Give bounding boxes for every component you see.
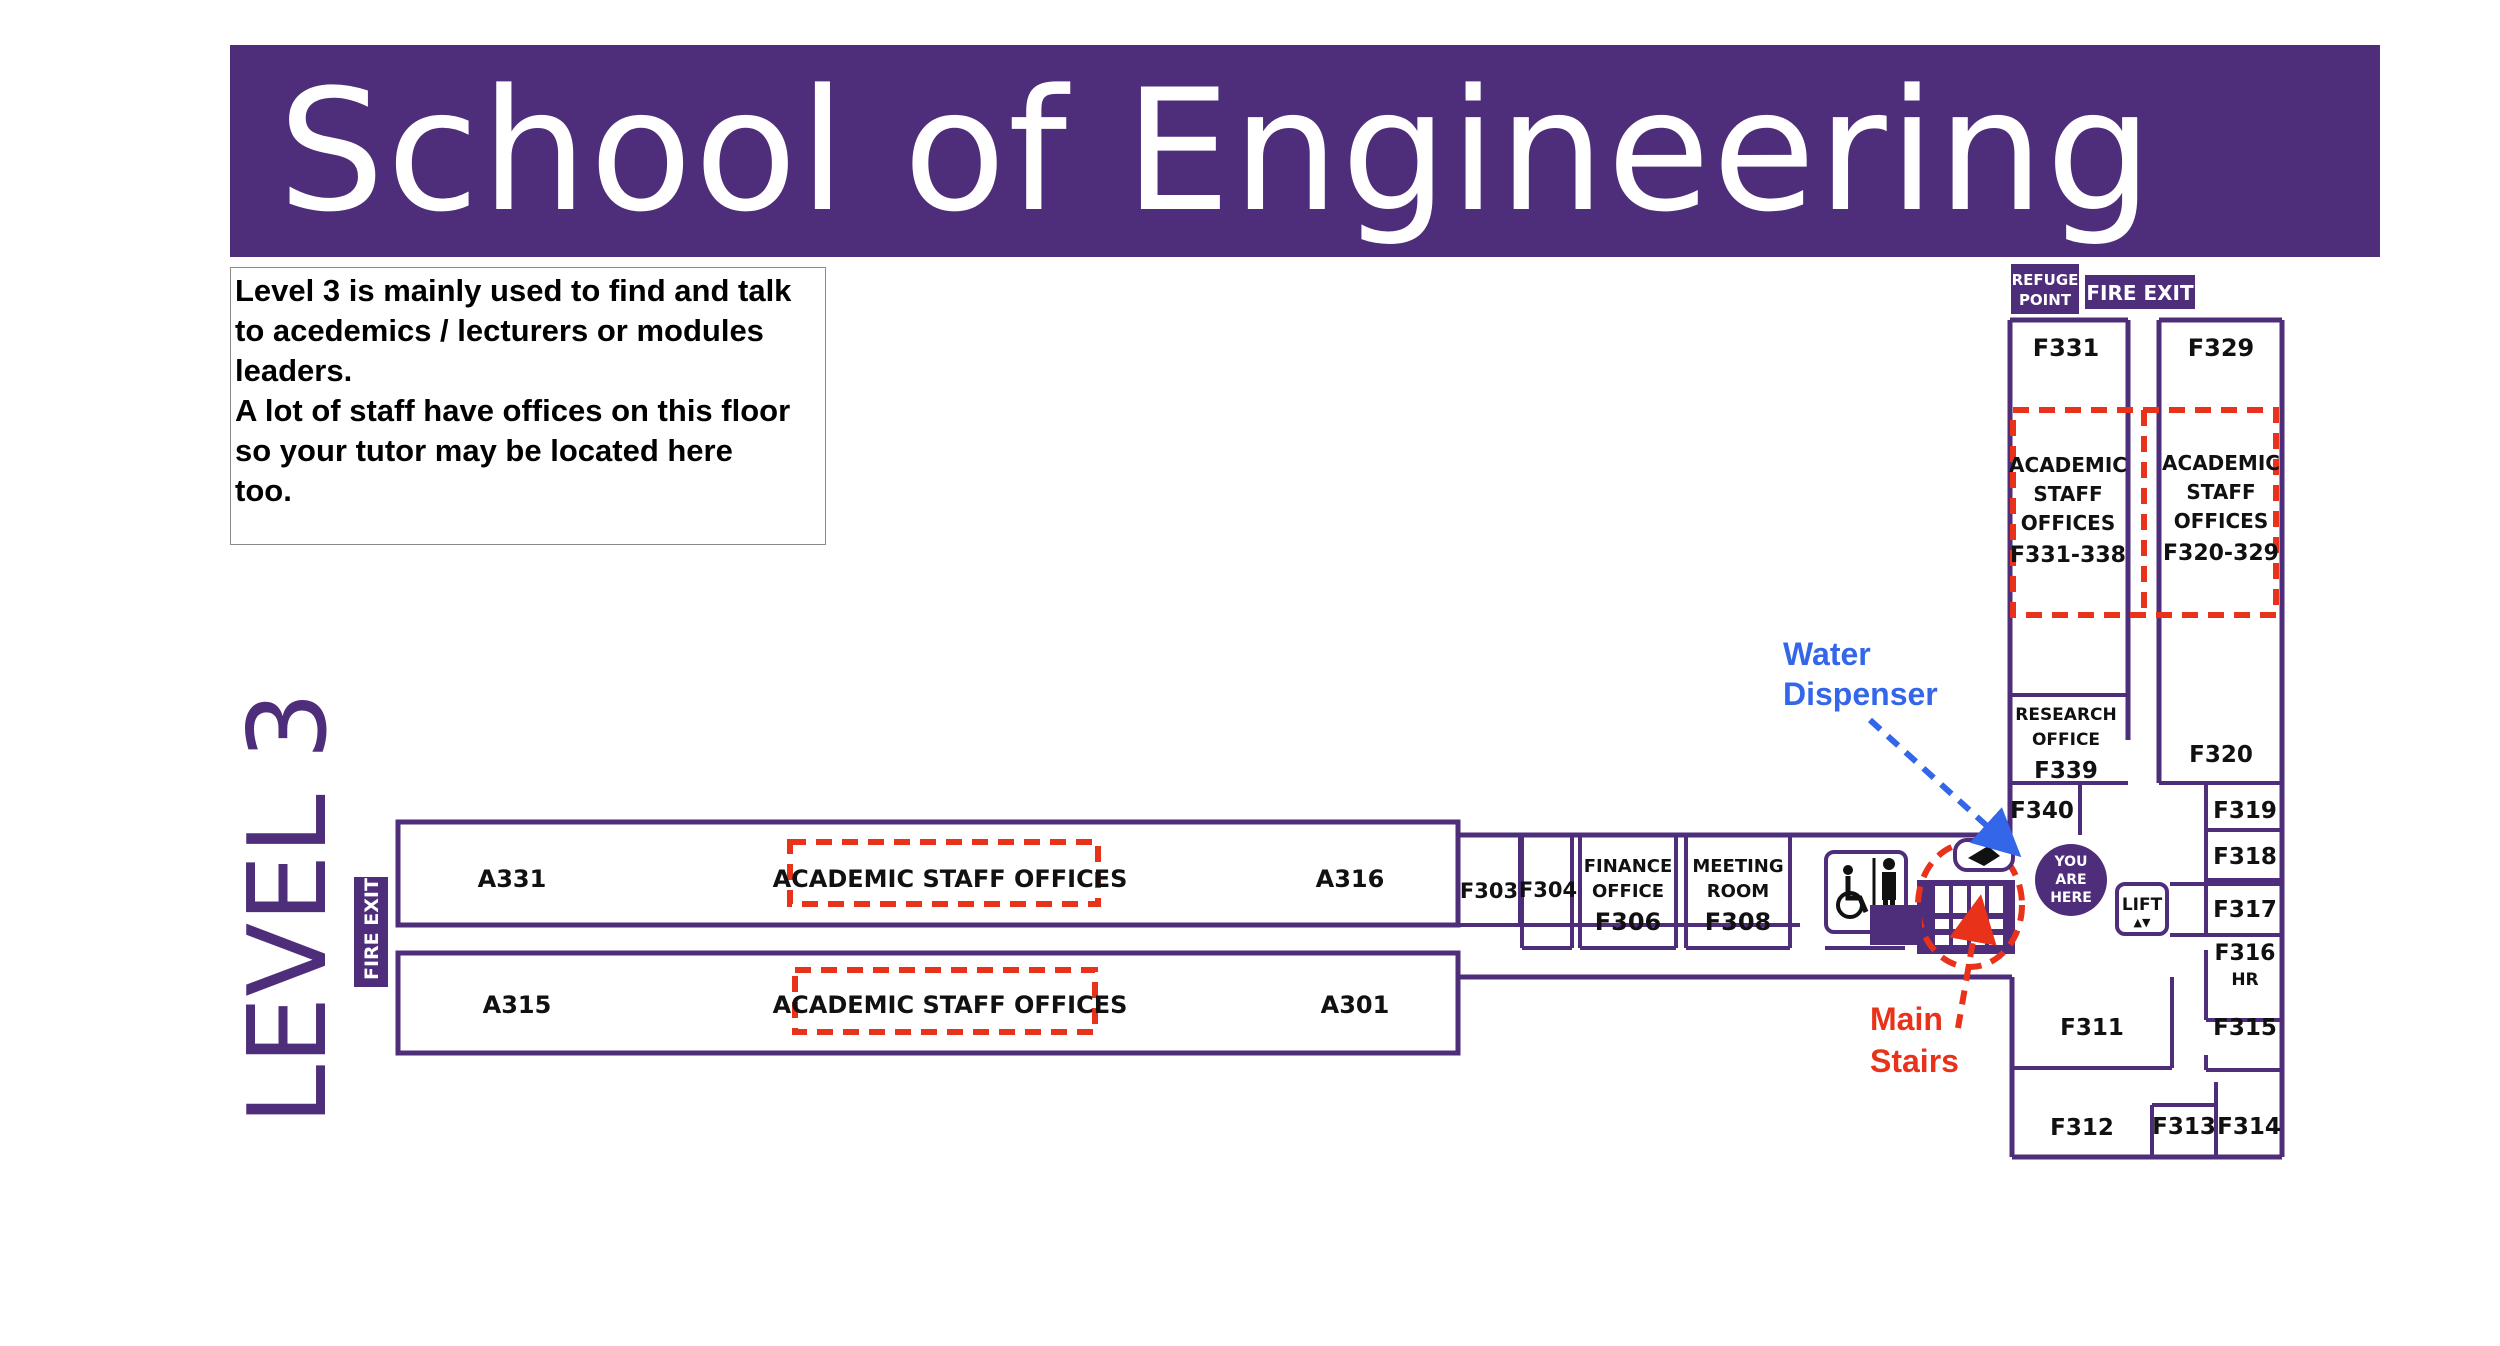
lift-icon: LIFT ▲▼ <box>2115 882 2169 936</box>
research-label: RESEARCH <box>2015 705 2117 725</box>
meeting-label: MEETING <box>1692 856 1783 877</box>
room-f303: F303 <box>1460 879 1518 903</box>
info-line: leaders. <box>235 353 353 388</box>
you-are-here-label: HERE <box>2050 890 2092 906</box>
meeting-label: ROOM <box>1707 881 1769 902</box>
room-f339: F339 <box>2034 758 2098 784</box>
page-title: School of Engineering <box>278 53 2155 249</box>
room-f304: F304 <box>1519 878 1577 902</box>
header-banner: School of Engineering <box>230 45 2380 257</box>
info-box: Level 3 is mainly used to find and talk … <box>230 267 826 545</box>
info-line: A lot of staff have offices on this floo… <box>235 393 791 428</box>
water-label: Water <box>1783 636 1871 672</box>
research-label: OFFICE <box>2032 730 2100 750</box>
room-a331: A331 <box>478 865 547 893</box>
finance-label: FINANCE <box>1584 856 1673 877</box>
fire-exit-label: FIRE EXIT <box>2086 281 2194 305</box>
you-are-here-label: YOU <box>2054 854 2088 870</box>
water-dispenser-annotation: Water Dispenser <box>1783 636 2022 858</box>
water-arrow <box>1867 717 2022 858</box>
room-a301: A301 <box>1321 991 1390 1019</box>
room-f319: F319 <box>2213 798 2277 824</box>
you-are-here-label: ARE <box>2055 872 2086 888</box>
staff-320-range: F320-329 <box>2163 541 2279 566</box>
refuge-label: REFUGE <box>2012 271 2079 289</box>
stairs-label: Stairs <box>1870 1043 1959 1079</box>
refuge-label: POINT <box>2019 291 2072 309</box>
room-f317: F317 <box>2213 897 2277 923</box>
room-f314: F314 <box>2217 1114 2281 1140</box>
stair-landing <box>1870 905 1922 945</box>
staff-331-range: F331-338 <box>2010 543 2126 568</box>
room-f340: F340 <box>2010 798 2074 824</box>
you-are-here-marker: YOU ARE HERE <box>2035 844 2107 916</box>
room-f312: F312 <box>2050 1115 2114 1141</box>
room-hr: HR <box>2231 970 2258 990</box>
staff-331-label: OFFICES <box>2021 511 2116 535</box>
academic-offices-upper-label: ACADEMIC STAFF OFFICES <box>773 865 1128 893</box>
room-f329: F329 <box>2188 334 2255 362</box>
wing-lower <box>395 950 1461 1056</box>
info-line: Level 3 is mainly used to find and talk <box>235 273 792 308</box>
fire-exit-top-marker: FIRE EXIT <box>2085 275 2195 309</box>
water-label: Dispenser <box>1783 676 1938 712</box>
finance-label: OFFICE <box>1592 881 1664 902</box>
fire-exit-label: FIRE EXIT <box>361 878 383 980</box>
lift-label: LIFT <box>2122 895 2163 915</box>
info-line: to acedemics / lecturers or modules <box>235 313 764 348</box>
room-f315: F315 <box>2213 1015 2277 1041</box>
corridor-walls <box>1458 832 2012 980</box>
stairs-arrow <box>1949 894 1997 1029</box>
main-stairs-annotation: Main Stairs <box>1870 894 1997 1079</box>
staff-331-label: ACADEMIC <box>2009 453 2127 477</box>
room-f316: F316 <box>2215 941 2276 966</box>
academic-offices-lower-label: ACADEMIC STAFF OFFICES <box>773 991 1128 1019</box>
info-line: so your tutor may be located here <box>235 433 733 468</box>
water-dispenser-icon <box>1953 838 2015 872</box>
room-a315: A315 <box>483 991 552 1019</box>
room-f331: F331 <box>2033 334 2100 362</box>
fire-exit-left-marker: FIRE EXIT <box>354 877 388 987</box>
room-f320: F320 <box>2189 742 2253 768</box>
stairs-label: Main <box>1870 1001 1943 1037</box>
room-a316: A316 <box>1316 865 1385 893</box>
room-f308: F308 <box>1705 908 1772 936</box>
room-f306: F306 <box>1595 908 1662 936</box>
staff-331-label: STAFF <box>2033 482 2102 506</box>
room-f313: F313 <box>2152 1114 2216 1140</box>
lift-arrows-icon: ▲▼ <box>2134 916 2151 929</box>
level-label: LEVEL 3 <box>226 691 351 1125</box>
staff-zone-upper <box>787 839 1101 907</box>
room-f311: F311 <box>2060 1015 2124 1041</box>
refuge-point-marker: REFUGE POINT <box>2011 264 2079 314</box>
staff-320-label: STAFF <box>2186 480 2255 504</box>
staff-320-label: OFFICES <box>2174 509 2269 533</box>
room-f318: F318 <box>2213 844 2277 870</box>
wing-upper <box>395 819 1461 928</box>
staff-320-label: ACADEMIC <box>2162 451 2280 475</box>
info-line: too. <box>235 473 292 508</box>
